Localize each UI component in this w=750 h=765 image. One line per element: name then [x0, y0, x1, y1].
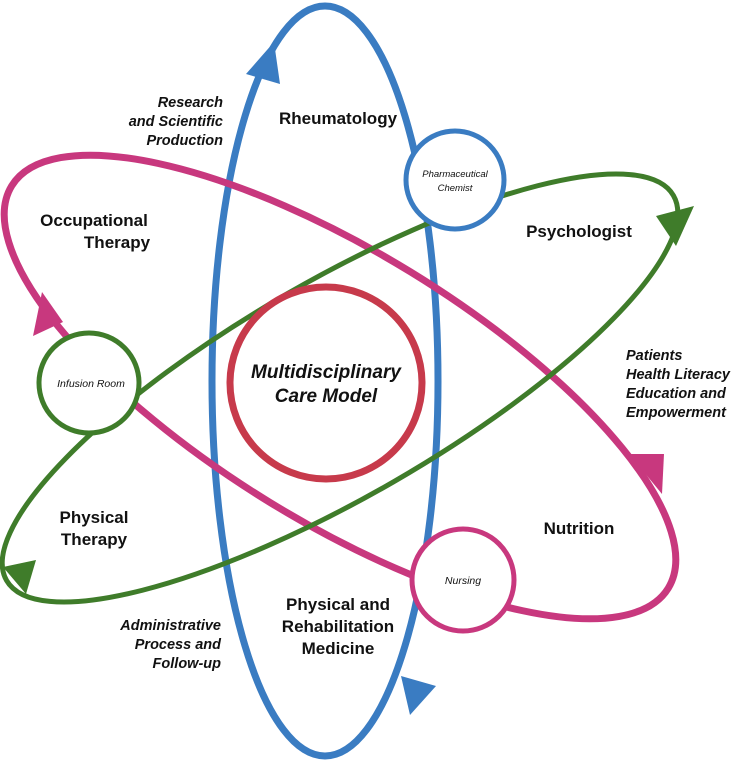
center-circle [226, 283, 426, 483]
patients-label-line2: Health Literacy [626, 367, 731, 383]
physical-rehab-medicine-label-line2: Rehabilitation [282, 617, 394, 636]
rheumatology-label: Rheumatology [279, 109, 398, 128]
pharmaceutical-chemist-label-line1: Pharmaceutical [422, 169, 488, 180]
patients-label-line1: Patients [626, 348, 682, 364]
nursing-node [409, 526, 517, 634]
administrative-label-line1: Administrative [119, 618, 221, 634]
green-arrow-right-icon [656, 206, 694, 246]
occupational-therapy-label-line1: Occupational [40, 211, 148, 230]
nutrition-label: Nutrition [544, 519, 615, 538]
psychologist-label: Psychologist [526, 222, 632, 241]
infusion-room-node [36, 330, 142, 436]
physical-rehab-medicine-label-line3: Medicine [302, 639, 375, 658]
magenta-orbit [0, 151, 680, 623]
magenta-arrow-right-icon [629, 454, 664, 494]
magenta-arrow-left-icon [33, 292, 63, 336]
blue-arrow-top-icon [246, 42, 280, 84]
center-title-line2: Care Model [275, 386, 378, 407]
blue-orbit [208, 2, 442, 760]
research-label-line3: Production [146, 133, 223, 149]
pharmaceutical-chemist-node [403, 128, 507, 232]
nursing-label: Nursing [445, 575, 481, 587]
physical-therapy-label-line1: Physical [60, 508, 129, 527]
pharmaceutical-chemist-label-line2: Chemist [438, 183, 473, 194]
occupational-therapy-label-line2: Therapy [84, 233, 151, 252]
green-arrow-left-icon [3, 560, 36, 594]
physical-therapy-label-line2: Therapy [61, 530, 128, 549]
research-label-line2: and Scientific [129, 114, 223, 130]
patients-label-line4: Empowerment [626, 405, 727, 421]
physical-rehab-medicine-label-line1: Physical and [286, 595, 390, 614]
administrative-label-line2: Process and [135, 637, 222, 653]
infusion-room-label: Infusion Room [57, 378, 125, 390]
administrative-label-line3: Follow-up [153, 656, 222, 672]
center-title-line1: Multidisciplinary [251, 362, 402, 383]
blue-arrow-bottom-icon [401, 676, 436, 715]
patients-label-line3: Education and [626, 386, 727, 402]
research-label-line1: Research [158, 95, 223, 111]
